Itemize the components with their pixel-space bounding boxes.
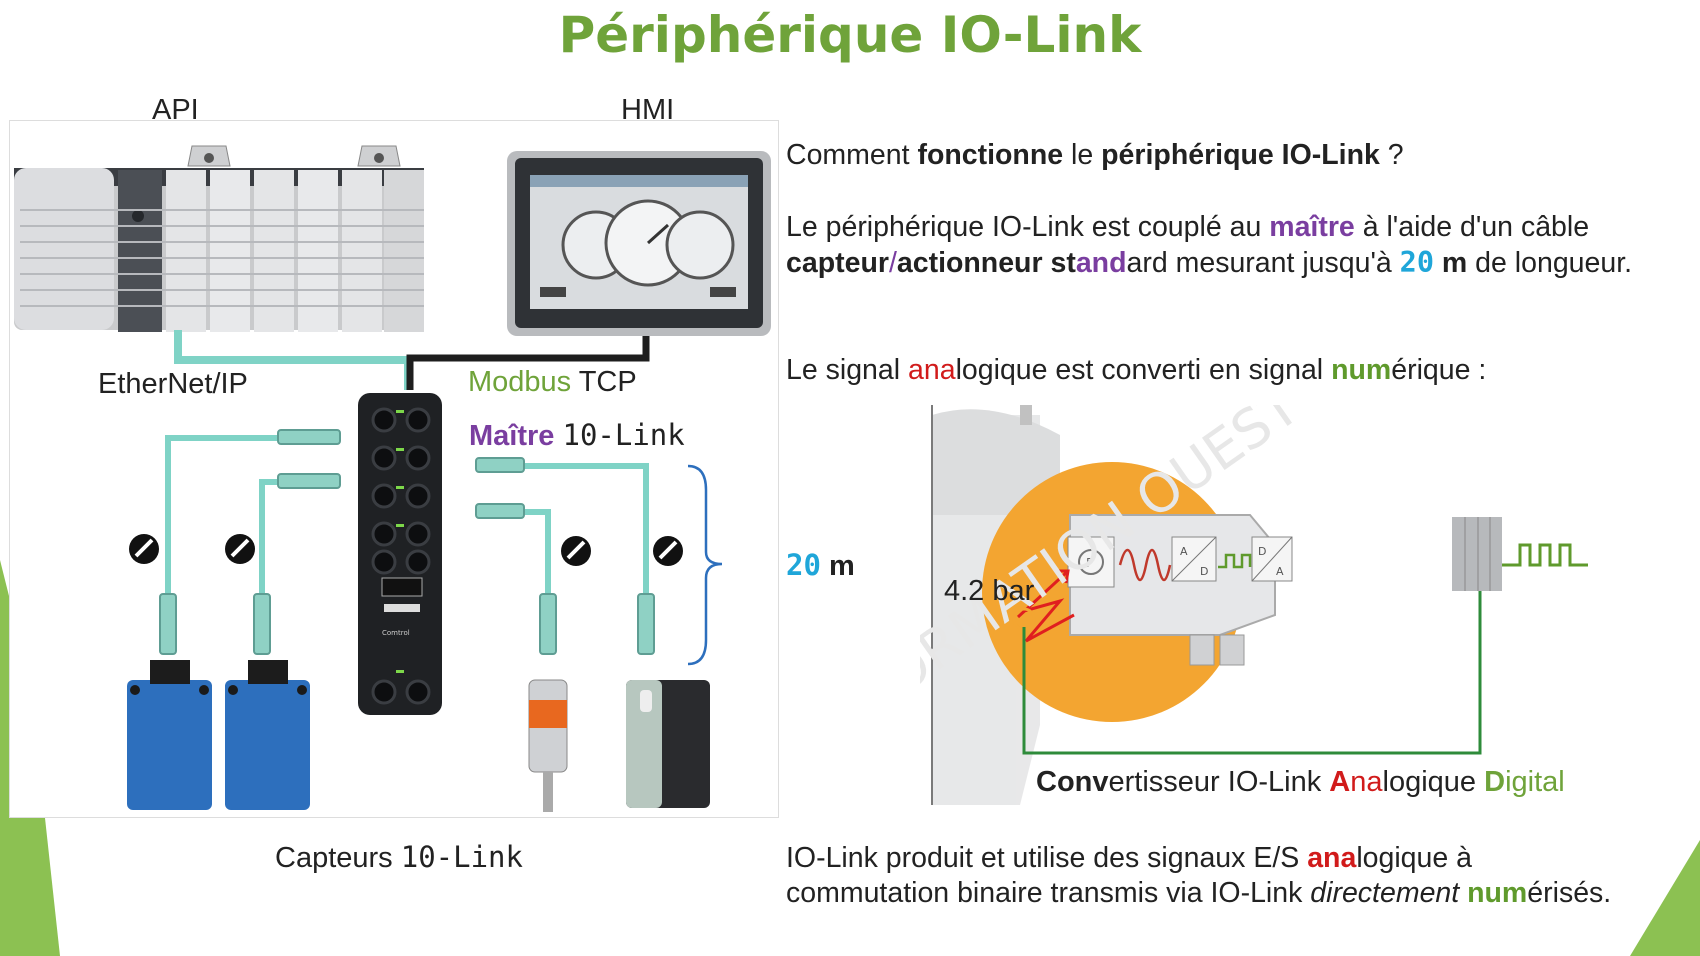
plc-rack-image [14,145,424,332]
converter-caption: Convertisseur IO-Link Analogique Digital [1036,766,1565,798]
converter-device-image: P A D D A [1067,514,1293,666]
ethernet-ip-label: EtherNet/IP [98,368,248,400]
signal-conversion-line: Le signal analogique est converti en sig… [786,354,1487,386]
network-diagram: Comtrol [14,145,771,812]
cable-length-label: 20 m [786,548,855,582]
inductive-sensor-image [626,680,710,808]
svg-text:A: A [1276,565,1284,578]
svg-text:A: A [1180,545,1188,558]
coupling-line-1: Le périphérique IO-Link est couplé au ma… [786,211,1590,243]
length-bracket [687,464,723,666]
converter-diagram: P A D D A FORMATION OUEST [920,405,1588,805]
green-signal-wire [1022,585,1482,755]
right-green-accent [1630,840,1700,956]
footer-paragraph: IO-Link produit et utilise des signaux E… [786,841,1611,911]
pressure-value-label: 4.2 bar [944,575,1035,607]
modbus-cable [406,336,650,390]
svg-text:D: D [1258,545,1266,558]
page-title: Périphérique IO-Link [558,6,1142,64]
coupling-paragraph: Le périphérique IO-Link est couplé au ma… [786,210,1632,281]
question-heading: Comment fonctionne le périphérique IO-Li… [786,139,1404,171]
footer-line-2: commutation binaire transmis via IO-Link… [786,877,1612,909]
master-iolink-label: Maître 10-Link [469,418,685,452]
footer-line-1: IO-Link produit et utilise des signaux E… [786,842,1472,874]
modbus-tcp-label: Modbus TCP [468,366,637,398]
master-brand-text: Comtrol [382,629,410,637]
hmi-label: HMI [621,94,675,126]
svg-text:P: P [1086,556,1093,570]
iolink-master-image: Comtrol [358,393,442,715]
pressure-sensor-image [528,679,568,812]
hmi-panel-image [507,151,771,336]
api-label: API [152,94,199,126]
sensors-label: Capteurs 10-Link [275,840,523,874]
cable-connectors [159,429,655,655]
small-plc-image [1452,517,1502,591]
coupling-line-2: capteur/actionneur standard mesurant jus… [786,246,1633,279]
blue-photoelectric-sensors [127,660,310,810]
io-badges [129,534,683,566]
svg-text:D: D [1200,565,1208,578]
digital-pulse-signal [1502,543,1588,567]
